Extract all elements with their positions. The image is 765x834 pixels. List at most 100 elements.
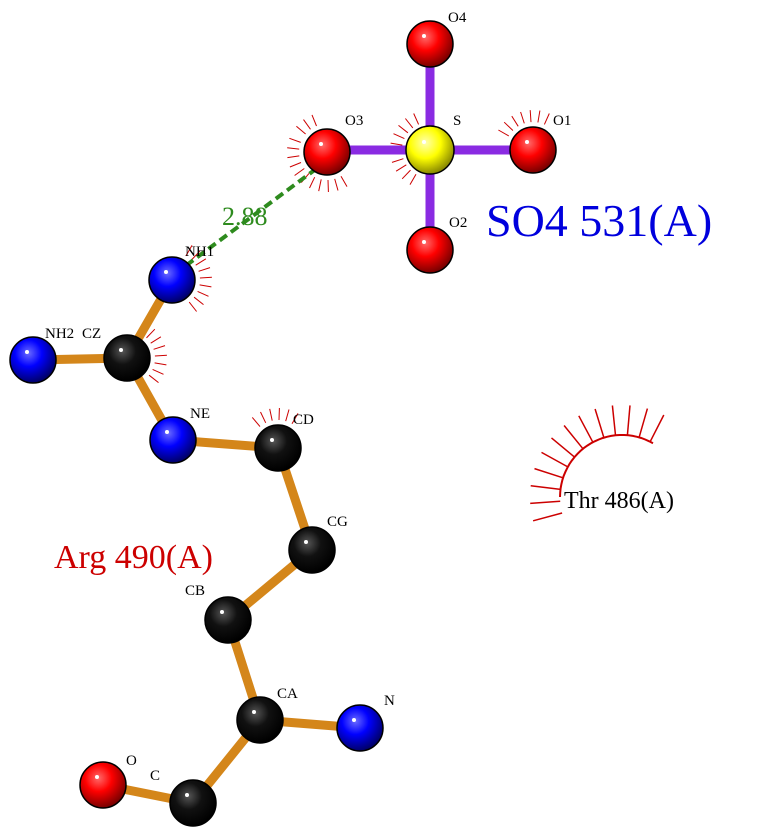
atom-cg [289, 527, 335, 573]
thr-arc-spoke [535, 469, 564, 478]
contact-spoke [200, 277, 212, 278]
atom-highlight [319, 142, 323, 146]
contact-spoke [521, 112, 525, 123]
contact-spoke [153, 369, 164, 374]
label-o1: O1 [553, 113, 571, 129]
label-o4: O4 [448, 10, 467, 26]
hbond-distance-label: 2.88 [222, 202, 268, 231]
contact-spoke [198, 291, 209, 296]
atom-ne [150, 417, 196, 463]
contact-spoke [414, 114, 419, 125]
label-nh2: NH2 [45, 326, 74, 342]
contact-spoke [405, 119, 412, 128]
atom-highlight [352, 718, 356, 722]
thr-arc-spoke [612, 406, 615, 436]
label-o2: O2 [449, 215, 467, 231]
contact-spoke [286, 410, 289, 422]
label-cz: CZ [82, 326, 101, 342]
contact-spoke [194, 297, 203, 304]
ligand-label: SO4 531(A) [486, 195, 712, 246]
thr-arc-spoke [650, 415, 664, 442]
contact-spoke [155, 355, 167, 356]
contact-spoke [295, 169, 305, 176]
contact-spoke [155, 363, 167, 365]
thr-arc-spoke [595, 409, 604, 438]
atom-highlight [165, 430, 169, 434]
label-nh1: NH1 [185, 244, 214, 260]
label-o3: O3 [345, 113, 363, 129]
contact-spoke [252, 417, 260, 426]
atom-n [337, 705, 383, 751]
contact-spoke [290, 163, 301, 168]
contact-spoke [319, 179, 322, 191]
residue-label: Arg 490(A) [54, 539, 213, 576]
atom-highlight [185, 793, 189, 797]
atom-highlight [270, 438, 274, 442]
atom-nh2 [10, 337, 56, 383]
label-cd: CD [293, 412, 314, 428]
atom-highlight [525, 140, 529, 144]
atom-highlight [252, 710, 256, 714]
contact-spoke [154, 346, 165, 350]
thr-arc-spoke [627, 405, 630, 435]
contact-spoke [304, 120, 311, 130]
contact-spoke [200, 285, 212, 287]
contact-spoke [287, 156, 299, 158]
contact-spoke [402, 170, 410, 179]
thr-arc-spoke [552, 438, 575, 457]
atom-highlight [25, 350, 29, 354]
atom-cz [104, 335, 150, 381]
contact-spoke [396, 165, 406, 171]
contact-spoke [151, 337, 161, 343]
atom-highlight [164, 270, 168, 274]
contact-spoke [410, 174, 416, 184]
contact-spoke [296, 126, 305, 134]
contact-spoke [289, 138, 300, 142]
atom-highlight [119, 348, 123, 352]
thr-arc-spoke [542, 452, 568, 467]
atom-c [170, 780, 216, 826]
label-n: N [384, 693, 395, 709]
label-cb: CB [185, 583, 205, 599]
contact-spoke [335, 179, 338, 191]
label-ca: CA [277, 686, 298, 702]
atom-highlight [304, 540, 308, 544]
atom-ca [237, 697, 283, 743]
thr-arc-spoke [530, 501, 560, 503]
atom-o3 [304, 129, 350, 175]
label-c: C [150, 768, 160, 784]
atom-highlight [422, 140, 426, 144]
thr-arc-spoke [639, 409, 647, 438]
contact-spoke [287, 148, 299, 149]
label-ne: NE [190, 406, 210, 422]
atom-highlight [220, 610, 224, 614]
contact-spoke [394, 134, 405, 139]
atom-s [406, 126, 454, 174]
contact-spoke [392, 159, 403, 163]
thr-arc-spoke [564, 426, 583, 449]
atom-highlight [422, 34, 426, 38]
contact-spoke [399, 125, 408, 132]
contact-spoke [149, 375, 158, 382]
contact-spoke [341, 176, 347, 186]
thr-arc-spoke [533, 513, 562, 521]
atom-o4 [407, 21, 453, 67]
contact-spoke [270, 409, 273, 421]
contact-spoke [530, 110, 531, 122]
contact-spoke [310, 177, 315, 188]
atom-highlight [422, 240, 426, 244]
contact-residue-label: Thr 486(A) [564, 488, 674, 514]
atom-highlight [95, 775, 99, 779]
atom-o1 [510, 127, 556, 173]
label-cg: CG [327, 514, 348, 530]
label-o: O [126, 753, 137, 769]
atom-o2 [407, 227, 453, 273]
contact-spoke [391, 143, 403, 145]
contact-spoke [261, 412, 266, 423]
atom-o [80, 762, 126, 808]
thr-arc-spoke [579, 416, 593, 443]
contact-spoke [512, 116, 518, 126]
contact-spoke [312, 115, 317, 126]
